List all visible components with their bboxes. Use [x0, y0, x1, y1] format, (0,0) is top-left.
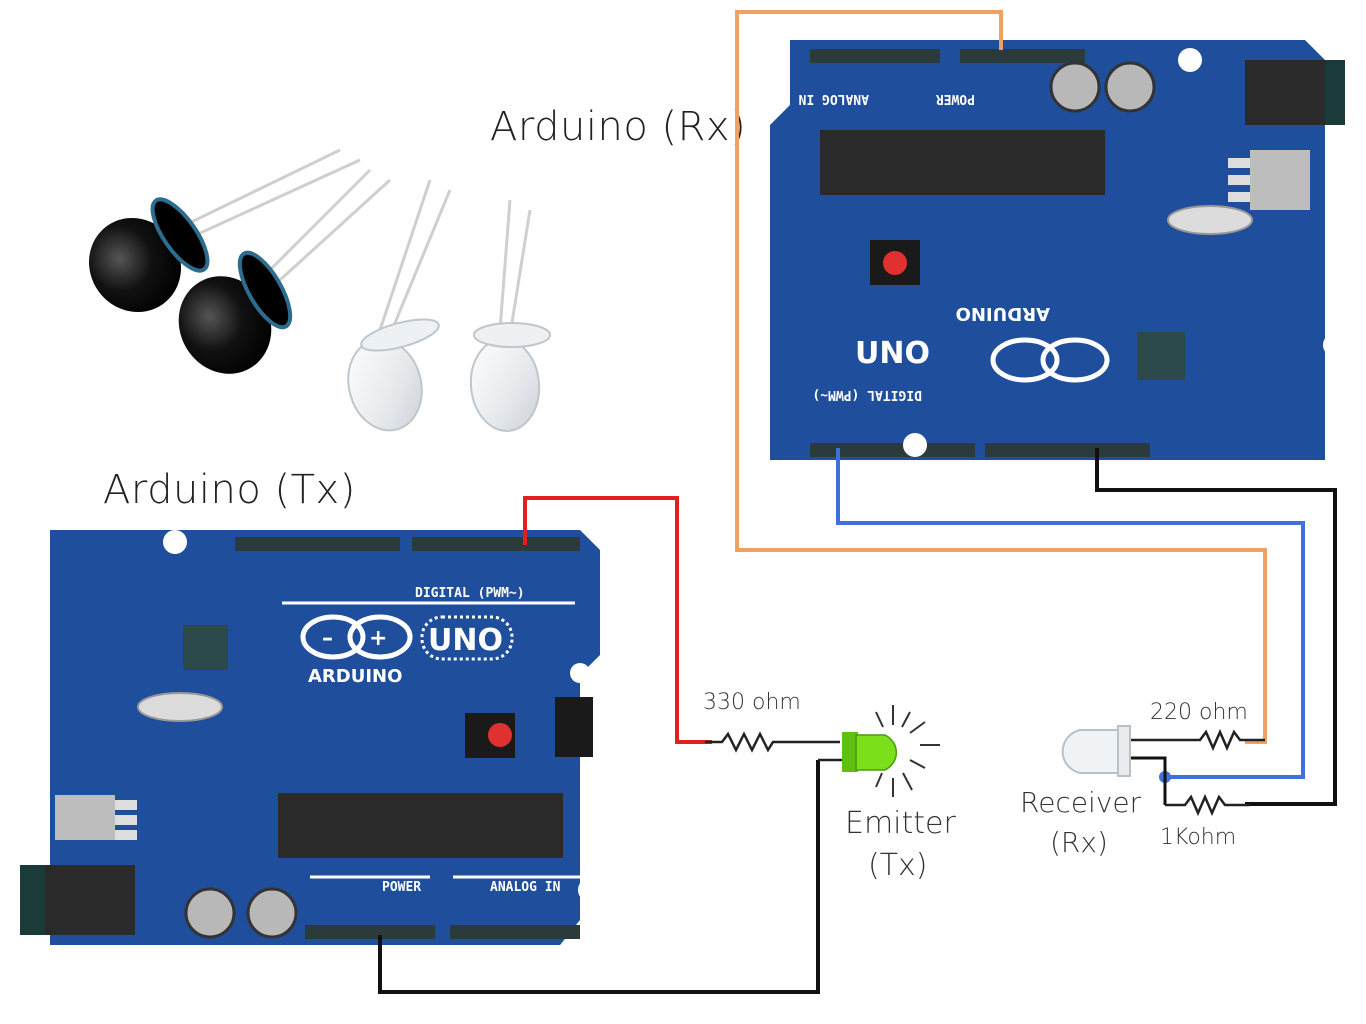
- ir-photodiode-black-2: [178, 250, 293, 374]
- rx-power-label: POWER: [936, 91, 975, 106]
- tx-digital-label: DIGITAL (PWM~): [415, 586, 525, 601]
- emitter-led: [842, 705, 940, 797]
- rx-brand-label: ARDUINO: [956, 303, 1050, 324]
- bottom-power-header: [305, 925, 580, 939]
- rx-model-label: UNO: [855, 336, 930, 371]
- rx-digital-label: DIGITAL (PWM~): [812, 387, 922, 402]
- reset-button: [488, 723, 512, 747]
- crystal: [137, 692, 223, 722]
- top-digital-header: [235, 537, 580, 551]
- reset-button: [883, 251, 907, 275]
- icsp-header: [555, 697, 593, 757]
- receiver-sub-label: (Rx): [1050, 826, 1108, 859]
- wire-rx-gnd: [1095, 448, 1337, 806]
- emitter-label: Emitter: [845, 806, 956, 841]
- ir-led-clear-2: [469, 322, 551, 432]
- glow-rays-icon: [875, 705, 940, 797]
- tx-brand-label: ARDUINO: [308, 666, 402, 687]
- voltage-regulator: [1250, 150, 1310, 210]
- rx-board-title: Arduino (Rx): [490, 104, 747, 150]
- emitter-sub-label: (Tx): [868, 848, 928, 883]
- svg-text:+: +: [369, 626, 387, 651]
- top-digital-header: [810, 443, 1150, 457]
- uno-logo: [990, 337, 1110, 383]
- capacitor-1: [1104, 61, 1156, 113]
- ir-led-clear-1: [347, 318, 440, 432]
- usb-chip: [1137, 332, 1185, 380]
- crystal: [1167, 205, 1253, 235]
- arduino-rx-board: ARDUINO UNO DIGITAL (PWM~) POWER ANALOG …: [770, 40, 1345, 460]
- tx-model-label: UNO: [428, 623, 503, 658]
- microcontroller-chip: [820, 130, 1105, 195]
- wire-tx-signal: [523, 496, 712, 744]
- arduino-tx-board: – + ARDUINO UNO DIGITAL (PWM~) POWER ANA…: [20, 530, 602, 945]
- tx-power-label: POWER: [382, 880, 421, 895]
- svg-text:–: –: [322, 626, 333, 651]
- rx-analog-label: ANALOG IN: [798, 91, 869, 106]
- resistor-330: [705, 731, 840, 753]
- capacitor-1: [184, 887, 236, 939]
- receiver-resistor-label: 220 ohm: [1150, 700, 1248, 725]
- wire-rx-5v: [735, 10, 1267, 744]
- capacitor-2: [1049, 61, 1101, 113]
- bottom-power-header: [810, 49, 1085, 63]
- lead-wires: [174, 148, 532, 336]
- pulldown-resistor-label: 1Kohm: [1160, 825, 1237, 850]
- usb-chip: [183, 625, 228, 670]
- capacitor-2: [246, 887, 298, 939]
- uno-logo: – +: [300, 614, 514, 661]
- microcontroller-chip: [278, 793, 563, 858]
- tx-analog-label: ANALOG IN: [490, 880, 561, 895]
- ir-led-photo: [88, 148, 551, 432]
- receiver-leg: [1130, 756, 1167, 805]
- wire-rx-signal: [836, 448, 1305, 779]
- resistor-1k: [1165, 793, 1250, 817]
- voltage-regulator: [55, 795, 115, 840]
- tx-board-title: Arduino (Tx): [103, 467, 356, 513]
- emitter-resistor-label: 330 ohm: [703, 690, 801, 715]
- wire-tx-gnd: [378, 760, 820, 994]
- ir-photodiode-black-1: [88, 197, 210, 313]
- receiver-led: [1061, 725, 1131, 777]
- receiver-label: Receiver: [1020, 786, 1142, 819]
- resistor-220: [1130, 728, 1265, 752]
